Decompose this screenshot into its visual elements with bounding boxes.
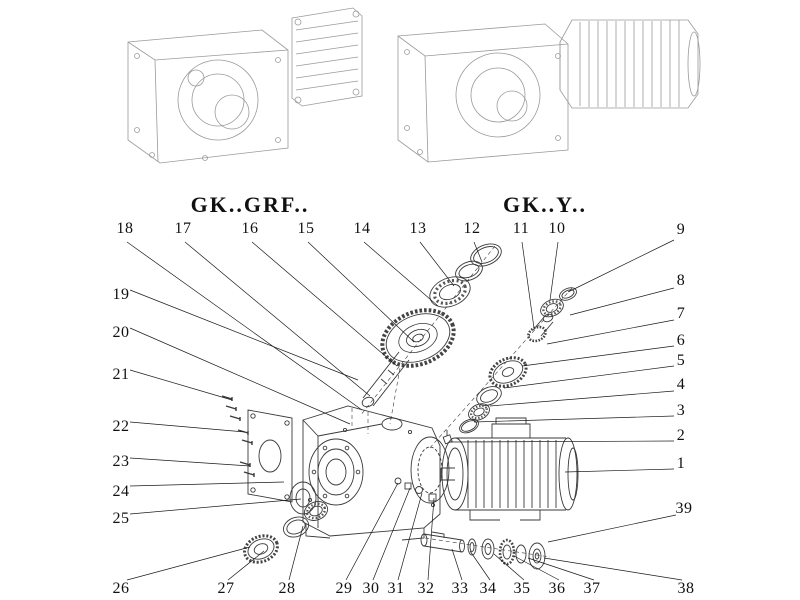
shim-ring bbox=[459, 418, 479, 434]
part-label-21: 21 bbox=[112, 366, 130, 383]
leader-lines bbox=[126, 239, 683, 581]
bearing-cover bbox=[289, 481, 317, 515]
part-label-1: 1 bbox=[676, 455, 686, 472]
part-label-8: 8 bbox=[676, 272, 686, 289]
part-label-31: 31 bbox=[387, 580, 405, 597]
ball-bearing-small bbox=[540, 298, 564, 318]
part-label-10: 10 bbox=[548, 220, 566, 237]
part-label-24: 24 bbox=[112, 483, 130, 500]
spacer-washer bbox=[476, 386, 502, 406]
part-label-23: 23 bbox=[112, 453, 130, 470]
retaining-ring bbox=[470, 243, 502, 267]
part-label-37: 37 bbox=[583, 580, 601, 597]
part-label-16: 16 bbox=[241, 220, 259, 237]
part-label-7: 7 bbox=[676, 305, 686, 322]
seal-ring bbox=[455, 260, 483, 282]
part-label-38: 38 bbox=[677, 580, 695, 597]
part-label-36: 36 bbox=[548, 580, 566, 597]
gear-ring-lower-left bbox=[243, 534, 279, 564]
circlip-small bbox=[559, 287, 577, 301]
part-label-39: 39 bbox=[675, 500, 693, 517]
cover-plate-gasket bbox=[247, 409, 293, 503]
part-label-32: 32 bbox=[417, 580, 435, 597]
part-label-22: 22 bbox=[112, 418, 130, 435]
main-gear bbox=[380, 308, 456, 368]
part-label-2: 2 bbox=[676, 427, 686, 444]
ring-lower-left bbox=[282, 516, 310, 538]
part-label-3: 3 bbox=[676, 402, 686, 419]
part-label-27: 27 bbox=[217, 580, 235, 597]
bearing-mid bbox=[468, 403, 490, 421]
part-label-19: 19 bbox=[112, 286, 130, 303]
part-label-4: 4 bbox=[676, 376, 686, 393]
part-label-20: 20 bbox=[112, 324, 130, 341]
part-label-26: 26 bbox=[112, 580, 130, 597]
model-title-y: GK..Y.. bbox=[502, 192, 588, 217]
part-label-11: 11 bbox=[512, 220, 530, 237]
part-label-14: 14 bbox=[353, 220, 371, 237]
part-label-9: 9 bbox=[676, 221, 686, 238]
intermediate-gear bbox=[488, 356, 528, 388]
flange-fasteners bbox=[394, 477, 437, 502]
gear-housing bbox=[302, 405, 450, 541]
part-label-25: 25 bbox=[112, 510, 130, 527]
gearbox-y-assembly-drawing bbox=[397, 19, 701, 163]
part-label-35: 35 bbox=[513, 580, 531, 597]
electric-motor bbox=[440, 417, 579, 521]
part-label-18: 18 bbox=[116, 220, 134, 237]
exploded-view bbox=[221, 243, 579, 570]
part-label-13: 13 bbox=[409, 220, 427, 237]
part-label-28: 28 bbox=[278, 580, 296, 597]
part-label-33: 33 bbox=[451, 580, 469, 597]
output-shaft-assembly bbox=[420, 531, 546, 570]
fastening-bolts bbox=[221, 395, 255, 477]
part-label-34: 34 bbox=[479, 580, 497, 597]
bearing-lower-left bbox=[303, 501, 329, 521]
part-label-6: 6 bbox=[676, 332, 686, 349]
output-shaft bbox=[361, 351, 410, 408]
part-label-17: 17 bbox=[174, 220, 192, 237]
part-label-15: 15 bbox=[297, 220, 315, 237]
part-label-5: 5 bbox=[676, 352, 686, 369]
model-title-grf: GK..GRF.. bbox=[190, 192, 310, 217]
part-label-29: 29 bbox=[335, 580, 353, 597]
part-label-30: 30 bbox=[362, 580, 380, 597]
pinion-shaft bbox=[527, 313, 554, 343]
gearbox-grf-assembly-drawing bbox=[127, 7, 363, 164]
part-label-12: 12 bbox=[463, 220, 481, 237]
